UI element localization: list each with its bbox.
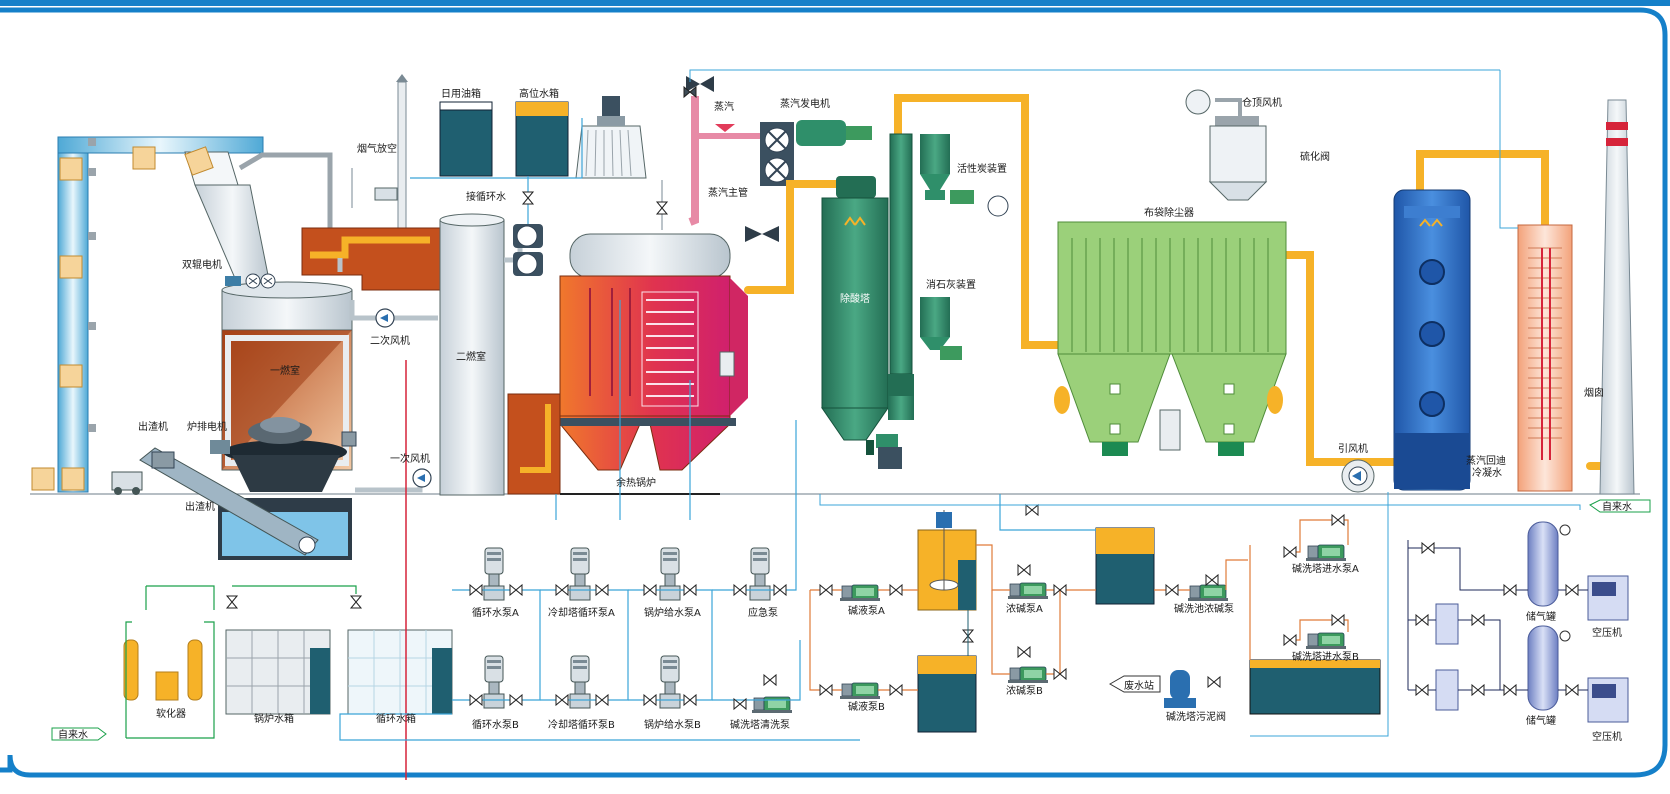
label-steam-generator: 蒸汽发电机 xyxy=(780,97,830,110)
label-emergency-pump: 应急泵 xyxy=(748,606,778,619)
wastewater-arrow xyxy=(1108,675,1161,693)
high-water-tank xyxy=(515,101,569,177)
label-boiler-tank: 锅炉水箱 xyxy=(254,712,294,725)
tap-water-arrow-right xyxy=(1589,499,1651,513)
label-circ-tank: 循环水箱 xyxy=(376,712,416,725)
label-softener: 软化器 xyxy=(156,707,186,720)
label-flue-gas-vent: 烟气放空 xyxy=(357,142,397,155)
label-daily-oil-tank: 日用油箱 xyxy=(441,87,481,100)
label-alkali-pump-b: 碱液泵B xyxy=(848,700,885,713)
label-lime-device: 消石灰装置 xyxy=(926,278,976,291)
frame-top-bar xyxy=(0,0,1670,6)
label-cooling-pump-a: 冷却塔循环泵A xyxy=(548,606,615,619)
daily-oil-tank xyxy=(439,101,493,177)
label-to-circulating-water: 接循环水 xyxy=(466,190,506,203)
frame-border xyxy=(0,7,1668,778)
waste-heat-boiler xyxy=(507,233,748,495)
label-conc-pump-a: 浓碱泵A xyxy=(1006,603,1043,615)
label-gas-tank-2: 储气罐 xyxy=(1526,714,1556,727)
label-grate-motor: 炉排电机 xyxy=(187,420,227,433)
air-compressor-system xyxy=(1407,521,1629,723)
label-scrub-clean-pump: 碱洗塔清洗泵 xyxy=(730,718,790,731)
tap-water-arrow-left xyxy=(51,727,107,741)
cooling-tower xyxy=(575,96,647,179)
label-tap-water-left: 自来水 xyxy=(58,728,88,741)
label-scrub-feed-b: 碱洗塔进水泵B xyxy=(1292,650,1359,663)
alkali-system xyxy=(839,510,1381,733)
label-boiler-pump-a: 锅炉给水泵A xyxy=(644,606,701,619)
label-high-water-tank: 高位水箱 xyxy=(519,87,559,100)
label-cold-water: 冷凝水 xyxy=(1472,466,1502,479)
label-top-fan: 仓顶风机 xyxy=(1242,96,1282,109)
label-wastewater-station: 废水站 xyxy=(1124,679,1154,692)
pump-grid xyxy=(483,547,793,714)
label-sulfide-valve: 硫化阀 xyxy=(1300,150,1330,163)
softener xyxy=(123,585,215,739)
label-secondary-combustion: 二燃室 xyxy=(456,350,486,363)
label-scrub-feed-a: 碱洗塔进水泵A xyxy=(1292,562,1359,575)
label-compressor-1: 空压机 xyxy=(1592,626,1622,639)
label-slag-machine-top: 出渣机 xyxy=(138,420,168,433)
heat-exchanger xyxy=(1517,224,1573,492)
label-tap-water-right: 自来水 xyxy=(1602,500,1632,513)
label-circ-pump-b: 循环水泵B xyxy=(472,718,519,731)
label-steam-main: 蒸汽主管 xyxy=(708,186,748,199)
label-slag-machine-bottom: 出渣机 xyxy=(185,500,215,513)
secondary-combustion-chamber xyxy=(439,213,543,496)
top-fan-silo xyxy=(1185,89,1268,201)
primary-combustion-chamber xyxy=(221,227,441,492)
deacid-tower xyxy=(821,176,902,469)
label-steam: 蒸汽 xyxy=(714,100,734,113)
steam-system xyxy=(656,69,1500,242)
chimney-stack xyxy=(1599,99,1635,495)
label-steam-return: 蒸汽回迪 xyxy=(1466,454,1506,467)
feed-hopper xyxy=(184,146,333,291)
slag-system xyxy=(111,440,352,560)
label-primary-fan: 一次风机 xyxy=(390,452,430,465)
label-alkali-pump-a: 碱液泵A xyxy=(848,604,885,617)
label-boiler-pump-b: 锅炉给水泵B xyxy=(644,718,701,731)
label-conc-pump-b: 浓碱泵B xyxy=(1006,685,1043,697)
label-activated-carbon: 活性炭装置 xyxy=(957,162,1007,175)
label-circ-pump-a: 循环水泵A xyxy=(472,606,519,619)
circulating-water-tank xyxy=(347,629,453,715)
bag-filter xyxy=(1054,221,1287,456)
label-deacid-tower: 除酸塔 xyxy=(840,292,870,305)
label-waste-heat-boiler: 余热锅炉 xyxy=(616,476,656,489)
alkali-lines xyxy=(809,519,1349,691)
label-scrub-pool-pump: 碱洗池浓碱泵 xyxy=(1174,602,1234,615)
label-sludge-valve: 碱洗塔污泥阀 xyxy=(1166,710,1226,723)
induced-fan-unit xyxy=(1341,459,1375,493)
scrubber-tower xyxy=(1393,189,1471,491)
neutralization-column xyxy=(888,133,1009,420)
label-double-roller-motor: 双辊电机 xyxy=(182,258,222,271)
label-secondary-fan: 二次风机 xyxy=(370,334,410,347)
flue-gas-duct xyxy=(744,94,1614,470)
boiler-water-tank xyxy=(225,629,331,715)
label-induced-fan: 引风机 xyxy=(1338,442,1368,455)
feed-column xyxy=(31,136,264,493)
label-cooling-pump-b: 冷却塔循环泵B xyxy=(548,718,615,731)
label-compressor-2: 空压机 xyxy=(1592,730,1622,743)
label-bag-filter: 布袋除尘器 xyxy=(1144,206,1194,219)
label-primary-combustion: 一燃室 xyxy=(270,364,300,377)
label-chimney: 烟囱 xyxy=(1584,386,1604,399)
label-gas-tank-1: 储气罐 xyxy=(1526,610,1556,623)
